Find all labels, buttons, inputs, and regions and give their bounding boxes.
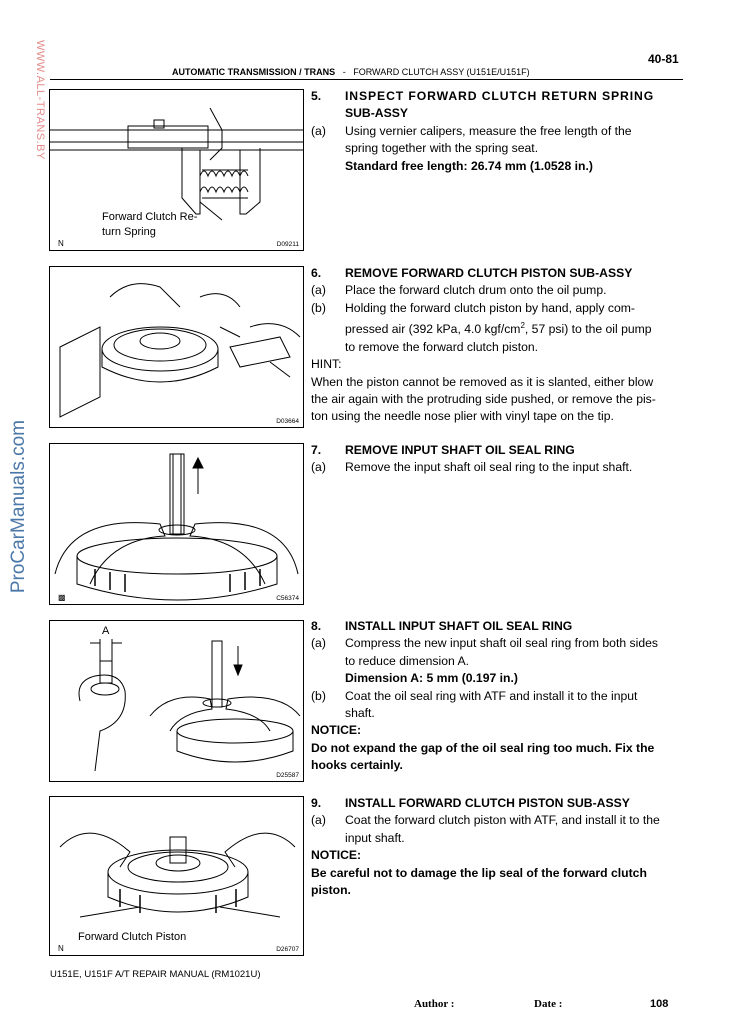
notice-label: NOTICE: [311,723,362,738]
substep-marker: (a) [311,813,326,828]
calipers-illustration [50,107,303,221]
substep-line: Holding the forward clutch piston by han… [345,300,635,315]
superscript: 2 [520,321,525,331]
figure-code: C56374 [276,595,299,602]
figure-label-line: Forward Clutch Re- [102,211,198,223]
step-title: 5. INSPECT FORWARD CLUTCH RETURN SPRING [311,88,683,105]
substep: (a) Coat the forward clutch piston with … [311,812,683,847]
figure-code: D09211 [276,241,299,248]
substep-marker: (a) [311,636,326,651]
step-6: 6. REMOVE FORWARD CLUTCH PISTON SUB-ASSY… [311,265,683,426]
figure-label-line: turn Spring [102,226,156,238]
figure-piston-install: Forward Clutch Piston N D26707 [49,796,304,956]
substep-line: to remove the forward clutch piston. [345,339,539,354]
dimension-value: Dimension A: 5 mm (0.197 in.) [345,671,518,686]
notice-line: Do not expand the gap of the oil seal ri… [311,740,655,755]
substep-line: shaft. [345,706,375,721]
substep-line: Coat the forward clutch piston with ATF,… [345,813,660,828]
header-subsection: FORWARD CLUTCH ASSY (U151E/U151F) [353,67,530,77]
substep: (a) Place the forward clutch drum onto t… [311,282,683,299]
notice-line: Be careful not to damage the lip seal of… [311,865,647,880]
step-7: 7. REMOVE INPUT SHAFT OIL SEAL RING (a) … [311,442,683,477]
footer-page-number: 108 [650,998,669,1010]
substep-line: Compress the new input shaft oil seal ri… [345,636,658,651]
hint-line: ton using the needle nose plier with vin… [311,409,614,424]
figure-corner-mark: N [58,944,64,953]
hint-line: the air again with the protruding side p… [311,391,656,406]
seal-ring-removal-illustration [54,453,299,601]
substep-line: pressed air (392 kPa, 4.0 kgf/cm2, 57 ps… [345,317,652,338]
step-number: 5. [311,89,322,103]
step-title-text: INSTALL INPUT SHAFT OIL SEAL RING [345,619,573,633]
notice-line: piston. [311,883,351,898]
hint-label: HINT: [311,357,342,372]
step-title-cont: SUB-ASSY [345,106,408,121]
substep-text: , 57 psi) to the oil pump [524,322,652,337]
step-8: 8. INSTALL INPUT SHAFT OIL SEAL RING (a)… [311,618,683,775]
figure-code: D03664 [276,418,299,425]
substep: (a) Remove the input shaft oil seal ring… [311,459,683,476]
step-title: 6. REMOVE FORWARD CLUTCH PISTON SUB-ASSY [311,265,683,282]
step-title-text: INSTALL FORWARD CLUTCH PISTON SUB-ASSY [345,796,630,810]
step-title-text: INSPECT FORWARD CLUTCH RETURN SPRING [345,89,655,103]
header-separator: - [342,67,346,77]
footer-date: Date : [534,998,563,1010]
footer-manual: U151E, U151F A/T REPAIR MANUAL (RM1021U) [50,969,261,980]
seal-ring-install-illustration [78,639,301,772]
figure-calipers: Forward Clutch Re- turn Spring N D09211 [49,89,304,251]
step-number: 7. [311,443,322,457]
substep: (b) Coat the oil seal ring with ATF and … [311,688,683,723]
figure-code: D25587 [276,772,299,779]
step-title-text: REMOVE INPUT SHAFT OIL SEAL RING [345,443,575,457]
standard-value: Standard free length: 26.74 mm (1.0528 i… [345,158,593,173]
substep-marker: (b) [311,688,326,703]
header-section: AUTOMATIC TRANSMISSION / TRANS [172,67,336,77]
notice-label: NOTICE: [311,848,362,863]
dimension-label: A [102,625,110,637]
step-title: 8. INSTALL INPUT SHAFT OIL SEAL RING [311,618,683,635]
piston-removal-illustration [59,283,301,418]
substep: (a) Using vernier calipers, measure the … [311,123,683,175]
substep-text: pressed air (392 kPa, 4.0 kgf/cm [345,322,521,337]
substep: (a) Compress the new input shaft oil sea… [311,635,683,687]
substep-line: Using vernier calipers, measure the free… [345,123,632,138]
substep-line: Place the forward clutch drum onto the o… [345,283,607,298]
step-title-text: REMOVE FORWARD CLUTCH PISTON SUB-ASSY [345,266,633,280]
substep-marker: (b) [311,300,326,315]
step-number: 8. [311,619,322,633]
notice-line: hooks certainly. [311,758,403,773]
substep-marker: (a) [311,460,326,475]
substep: (b) Holding the forward clutch piston by… [311,300,683,356]
hint-line: When the piston cannot be removed as it … [311,374,654,389]
side-watermark-blue: ProCarManuals.com [8,420,29,594]
step-9: 9. INSTALL FORWARD CLUTCH PISTON SUB-ASS… [311,795,683,899]
substep-line: to reduce dimension A. [345,653,469,668]
figure-seal-ring-removal: ▩ C56374 [49,443,304,605]
substep-marker: (a) [311,123,326,138]
figure-corner-mark: ▩ [58,593,66,602]
substep-line: spring together with the spring seat. [345,141,539,156]
step-number: 6. [311,266,322,280]
step-title: 9. INSTALL FORWARD CLUTCH PISTON SUB-ASS… [311,795,683,812]
substep-line: input shaft. [345,830,405,845]
step-5: 5. INSPECT FORWARD CLUTCH RETURN SPRING … [311,88,683,175]
step-number: 9. [311,796,322,810]
header-rule [50,79,683,80]
substep-marker: (a) [311,283,326,298]
figure-code: D26707 [276,946,299,953]
figure-piston-removal: D03664 [49,266,304,428]
side-watermark-red: WWW.ALL-TRANS.BY [34,40,46,160]
page-header: AUTOMATIC TRANSMISSION / TRANS - FORWARD… [172,67,530,77]
substep-line: Coat the oil seal ring with ATF and inst… [345,688,638,703]
piston-install-illustration [59,832,296,918]
page-number: 40-81 [648,52,679,66]
figure-corner-mark: N [58,239,64,248]
figure-label: Forward Clutch Piston [78,931,187,943]
figure-seal-ring-install: A D25587 [49,620,304,782]
step-title: 7. REMOVE INPUT SHAFT OIL SEAL RING [311,442,683,459]
figure-label: Forward Clutch Re- turn Spring [102,210,197,240]
footer-author: Author : [414,998,455,1010]
substep-line: Remove the input shaft oil seal ring to … [345,460,633,475]
